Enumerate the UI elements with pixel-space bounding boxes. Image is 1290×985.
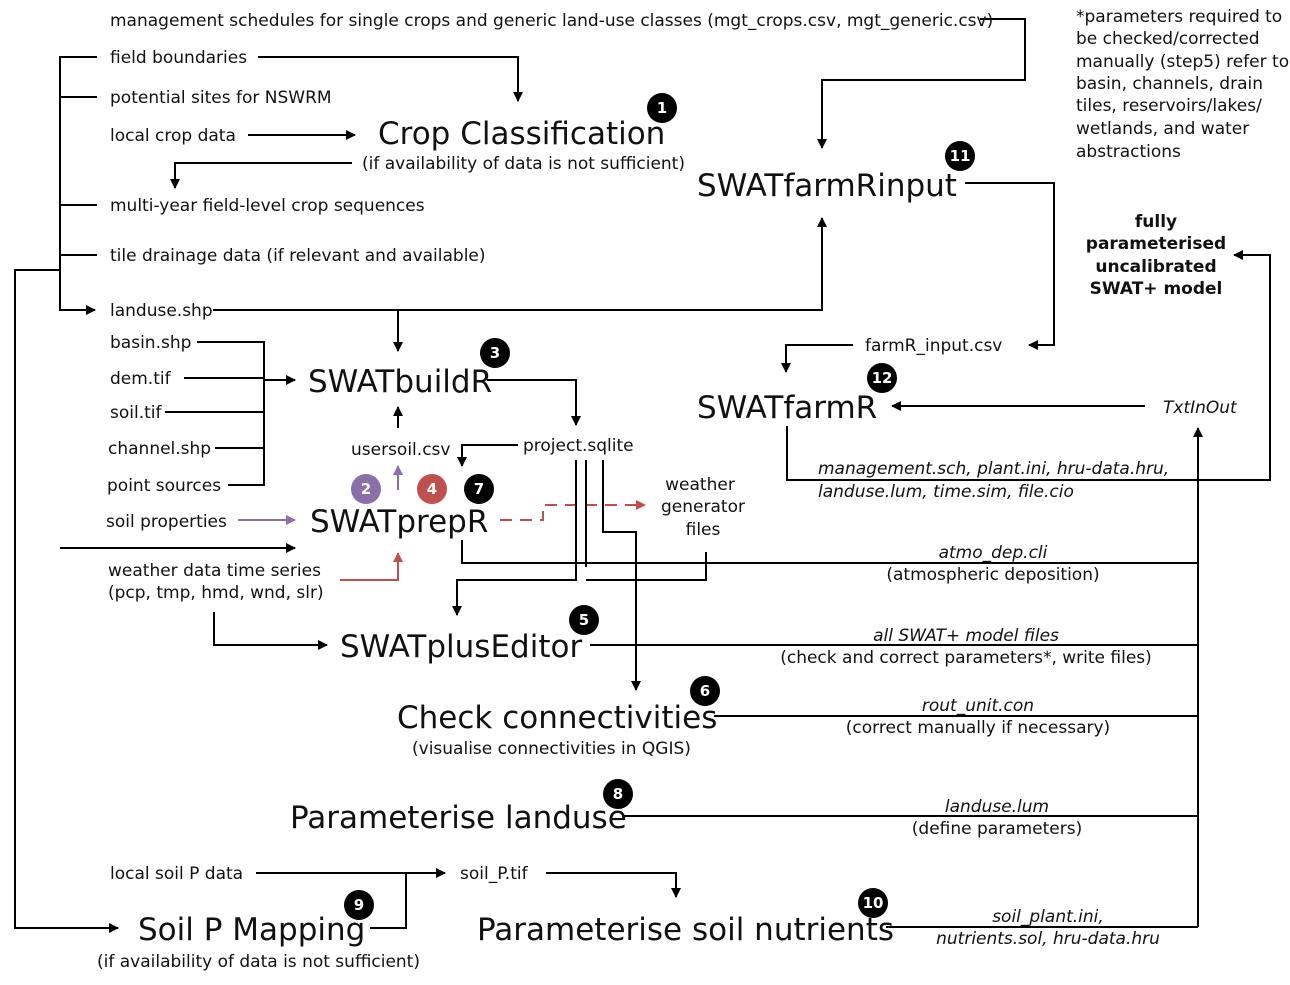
soil-p-mapping-note: (if availability of data is not sufficie…: [97, 952, 420, 972]
step-badge-2: 2: [351, 474, 381, 504]
atmo-note-label: (atmospheric deposition): [886, 565, 1099, 585]
nutrient-files-line1: soil_plant.ini,: [992, 907, 1104, 927]
mgt-schedules-label: management schedules for single crops an…: [110, 11, 993, 31]
swatfarmrinput-title: SWATfarmRinput: [697, 168, 957, 204]
footnote-line4: basin, channels, drain: [1076, 74, 1263, 94]
swatpluseditor-title: SWATplusEditor: [340, 629, 582, 665]
field-boundaries-label: field boundaries: [110, 48, 247, 68]
step-badge-6: 6: [690, 676, 720, 706]
nutrient-files-line2: nutrients.sol, hru-data.hru: [936, 929, 1160, 949]
farmr-files-line2: landuse.lum, time.sim, file.cio: [818, 482, 1074, 502]
step-number-5: 5: [579, 611, 589, 629]
soil-tif-label: soil.tif: [110, 403, 162, 423]
step-badge-3: 3: [480, 338, 510, 368]
tile-drainage-label: tile drainage data (if relevant and avai…: [110, 246, 486, 266]
step-number-2: 2: [361, 480, 371, 498]
crop-classification-note: (if availability of data is not sufficie…: [362, 154, 685, 174]
landuse-lum-label: landuse.lum: [945, 797, 1049, 817]
weather-vars-label: (pcp, tmp, hmd, wnd, slr): [108, 583, 324, 603]
step-badge-7: 7: [464, 474, 494, 504]
final-model: fully parameterised uncalibrated SWAT+ m…: [1086, 212, 1226, 299]
crop-classification-title: Crop Classification: [378, 116, 665, 152]
atmo-file-label: atmo_dep.cli: [939, 543, 1048, 563]
step-number-3: 3: [490, 344, 500, 362]
swatfarmr-title: SWATfarmR: [697, 390, 877, 426]
step-badge-10: 10: [858, 888, 888, 918]
weather-generator-line1: weather: [665, 475, 735, 495]
check-connectivities-title: Check connectivities: [397, 700, 717, 736]
step-number-6: 6: [700, 682, 710, 700]
output-labels: management.sch, plant.ini, hru-data.hru,…: [780, 459, 1169, 949]
step-number-7: 7: [474, 480, 484, 498]
point-sources-label: point sources: [107, 476, 221, 496]
editor-note-label: (check and correct parameters*, write fi…: [780, 648, 1152, 668]
final-model-line3: uncalibrated: [1095, 257, 1216, 277]
swatprepr-title: SWATprepR: [310, 504, 488, 540]
footnote-line2: be checked/corrected: [1076, 29, 1260, 49]
swatbuildr-title: SWATbuildR: [308, 364, 492, 400]
input-labels: management schedules for single crops an…: [106, 11, 993, 884]
step-number-4: 4: [427, 480, 437, 498]
footnote-line3: manually (step5) refer to:: [1076, 52, 1290, 72]
step-number-9: 9: [354, 896, 364, 914]
connectors: [14, 18, 1271, 933]
parameter-footnote: *parameters required to be checked/corre…: [1076, 7, 1290, 162]
step-badges: 1 11 3 12 2 4 7 5: [344, 93, 975, 920]
local-soil-p-label: local soil P data: [110, 864, 243, 884]
final-model-line4: SWAT+ model: [1090, 279, 1223, 299]
weather-generator-line2: generator: [661, 497, 745, 517]
footnote-line5: tiles, reservoirs/lakes/: [1076, 96, 1262, 116]
step-number-8: 8: [613, 785, 623, 803]
soil-p-mapping-title: Soil P Mapping: [138, 912, 365, 948]
farmr-input-csv-label: farmR_input.csv: [865, 336, 1002, 356]
rout-file-label: rout_unit.con: [922, 696, 1034, 716]
editor-files-label: all SWAT+ model files: [873, 626, 1059, 646]
parameterise-landuse-title: Parameterise landuse: [290, 800, 627, 836]
soil-p-tif-label: soil_P.tif: [460, 864, 529, 884]
crop-sequences-label: multi-year field-level crop sequences: [110, 196, 425, 216]
step-number-12: 12: [872, 369, 893, 387]
step-number-10: 10: [863, 894, 884, 912]
txtinout-label: TxtInOut: [1163, 398, 1238, 418]
farmr-files-line1: management.sch, plant.ini, hru-data.hru,: [818, 459, 1169, 479]
weather-generator-line3: files: [686, 520, 721, 540]
step-badge-11: 11: [945, 141, 975, 171]
usersoil-csv-label: usersoil.csv: [351, 440, 450, 460]
soil-properties-label: soil properties: [106, 512, 227, 532]
tools: Crop Classification (if availability of …: [97, 116, 957, 972]
local-crop-data-label: local crop data: [110, 126, 236, 146]
step-badge-4: 4: [417, 474, 447, 504]
parameterise-soil-nutrients-title: Parameterise soil nutrients: [477, 912, 894, 948]
step-badge-5: 5: [569, 605, 599, 635]
intermediates: usersoil.csv project.sqlite weather gene…: [351, 336, 1238, 540]
footnote-line7: abstractions: [1076, 142, 1181, 162]
final-model-line2: parameterised: [1086, 234, 1226, 254]
dem-tif-label: dem.tif: [110, 369, 172, 389]
basin-shp-label: basin.shp: [110, 333, 191, 353]
landuse-shp-label: landuse.shp: [110, 301, 213, 321]
final-model-line1: fully: [1135, 212, 1177, 232]
step-badge-9: 9: [344, 890, 374, 920]
check-connectivities-note: (visualise connectivities in QGIS): [412, 739, 691, 759]
landuse-note-label: (define parameters): [912, 819, 1082, 839]
potential-sites-label: potential sites for NSWRM: [110, 88, 332, 108]
rout-note-label: (correct manually if necessary): [846, 718, 1110, 738]
step-number-11: 11: [950, 147, 971, 165]
step-number-1: 1: [657, 99, 667, 117]
footnote-line1: *parameters required to: [1076, 7, 1282, 27]
project-sqlite-label: project.sqlite: [523, 436, 634, 456]
footnote-line6: wetlands, and water: [1076, 119, 1249, 139]
channel-shp-label: channel.shp: [108, 439, 211, 459]
weather-data-label: weather data time series: [108, 561, 321, 581]
step-badge-8: 8: [603, 779, 633, 809]
step-badge-12: 12: [867, 363, 897, 393]
step-badge-1: 1: [647, 93, 677, 123]
